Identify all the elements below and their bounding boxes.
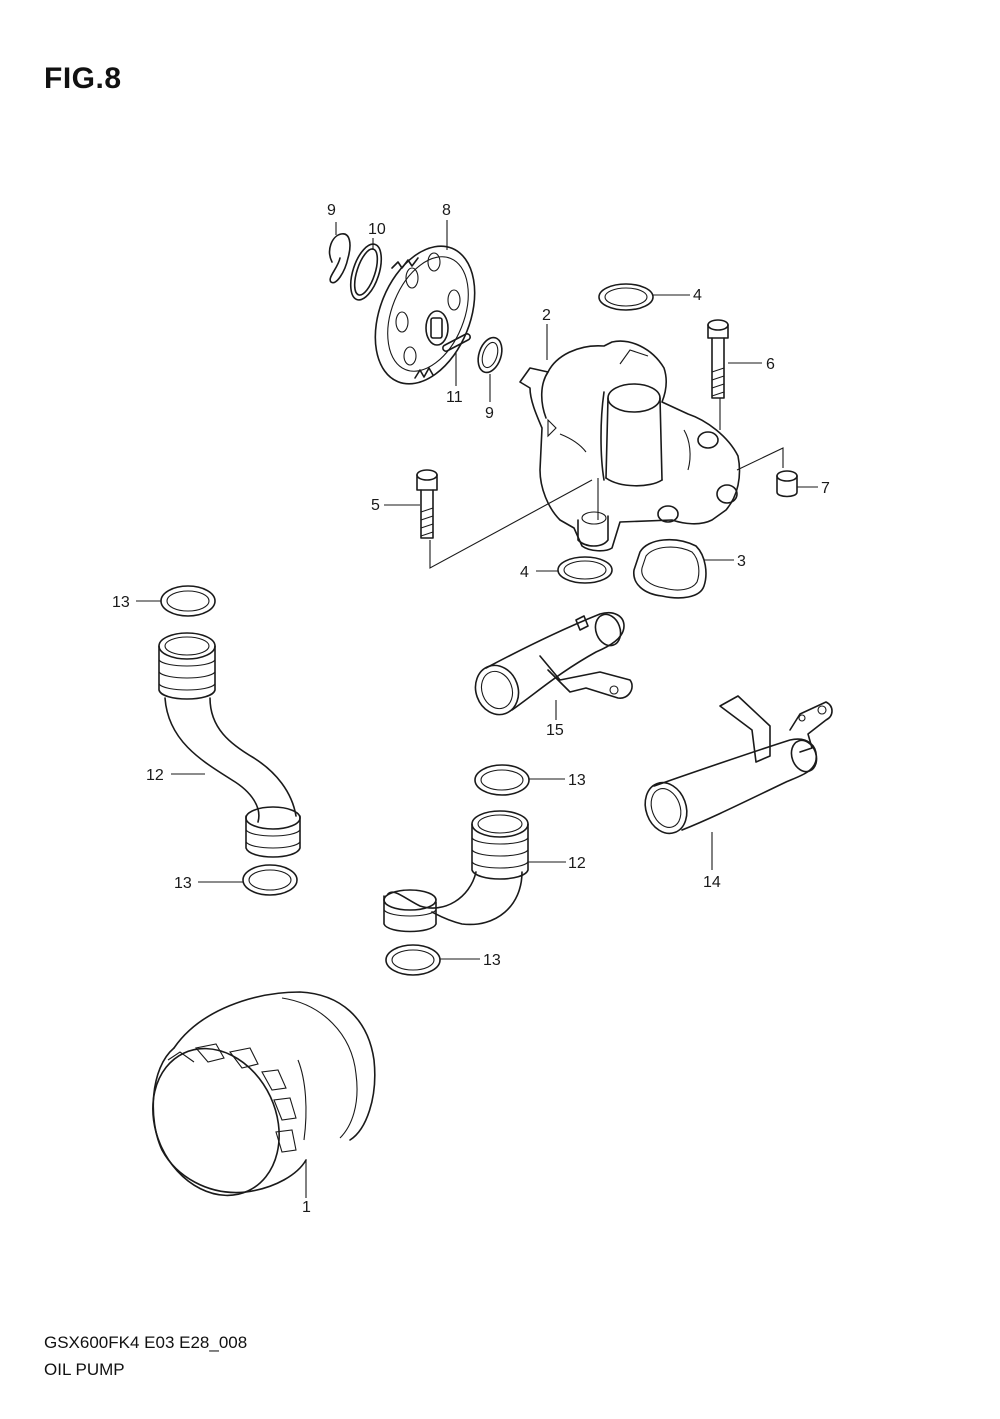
o-ring-13-b[interactable] bbox=[242, 864, 298, 896]
callout-11: 9 bbox=[327, 202, 336, 219]
callout-1: 1 bbox=[302, 1199, 311, 1216]
oil-pump-assy-2[interactable] bbox=[519, 340, 741, 552]
figure-title: FIG.8 bbox=[44, 62, 122, 95]
bolt-5[interactable] bbox=[416, 469, 438, 539]
callout-5: 5 bbox=[371, 497, 380, 514]
o-ring-4-lower[interactable] bbox=[557, 556, 613, 584]
gasket-3[interactable] bbox=[633, 538, 707, 599]
callout-4-lower: 4 bbox=[520, 564, 529, 581]
washer-9-upper[interactable] bbox=[345, 240, 388, 303]
callout-9-lower: 9 bbox=[485, 405, 494, 422]
washer-9-lower[interactable] bbox=[474, 334, 506, 375]
diagram-name: OIL PUMP bbox=[44, 1360, 125, 1379]
model-code: GSX600FK4 E03 E28_008 bbox=[44, 1333, 248, 1352]
callout-7: 7 bbox=[821, 480, 830, 497]
dowel-7[interactable] bbox=[776, 470, 798, 498]
callout-8: 8 bbox=[442, 202, 451, 219]
callout-12-middle: 12 bbox=[568, 855, 586, 872]
callout-2: 2 bbox=[542, 307, 551, 324]
o-ring-13-a[interactable] bbox=[160, 585, 216, 617]
callout-10: 11 bbox=[446, 389, 463, 406]
driven-gear-8[interactable] bbox=[356, 231, 493, 398]
callout-13-d: 13 bbox=[483, 952, 501, 969]
callout-13-a: 13 bbox=[112, 594, 130, 611]
oil-pipe-12-middle[interactable] bbox=[383, 810, 529, 933]
callout-9-upper: 10 bbox=[368, 221, 386, 238]
circlip-11[interactable] bbox=[328, 233, 351, 284]
callout-13-c: 13 bbox=[568, 772, 586, 789]
callout-6: 6 bbox=[766, 356, 775, 373]
o-ring-13-d[interactable] bbox=[385, 944, 441, 976]
pipe-15[interactable] bbox=[469, 611, 633, 721]
pin-10[interactable] bbox=[442, 333, 471, 352]
callout-3: 3 bbox=[737, 553, 746, 570]
oil-filter-1[interactable] bbox=[130, 991, 376, 1216]
callout-13-b: 13 bbox=[174, 875, 192, 892]
callout-15: 15 bbox=[546, 722, 564, 739]
o-ring-4-upper[interactable] bbox=[598, 283, 654, 311]
callout-12-left: 12 bbox=[146, 767, 164, 784]
callout-14: 14 bbox=[703, 874, 721, 891]
oil-pipe-12-left[interactable] bbox=[158, 632, 301, 858]
o-ring-13-c[interactable] bbox=[474, 764, 530, 796]
bolt-6[interactable] bbox=[707, 319, 729, 399]
pipe-14[interactable] bbox=[638, 695, 833, 839]
callout-4-upper: 4 bbox=[693, 287, 702, 304]
